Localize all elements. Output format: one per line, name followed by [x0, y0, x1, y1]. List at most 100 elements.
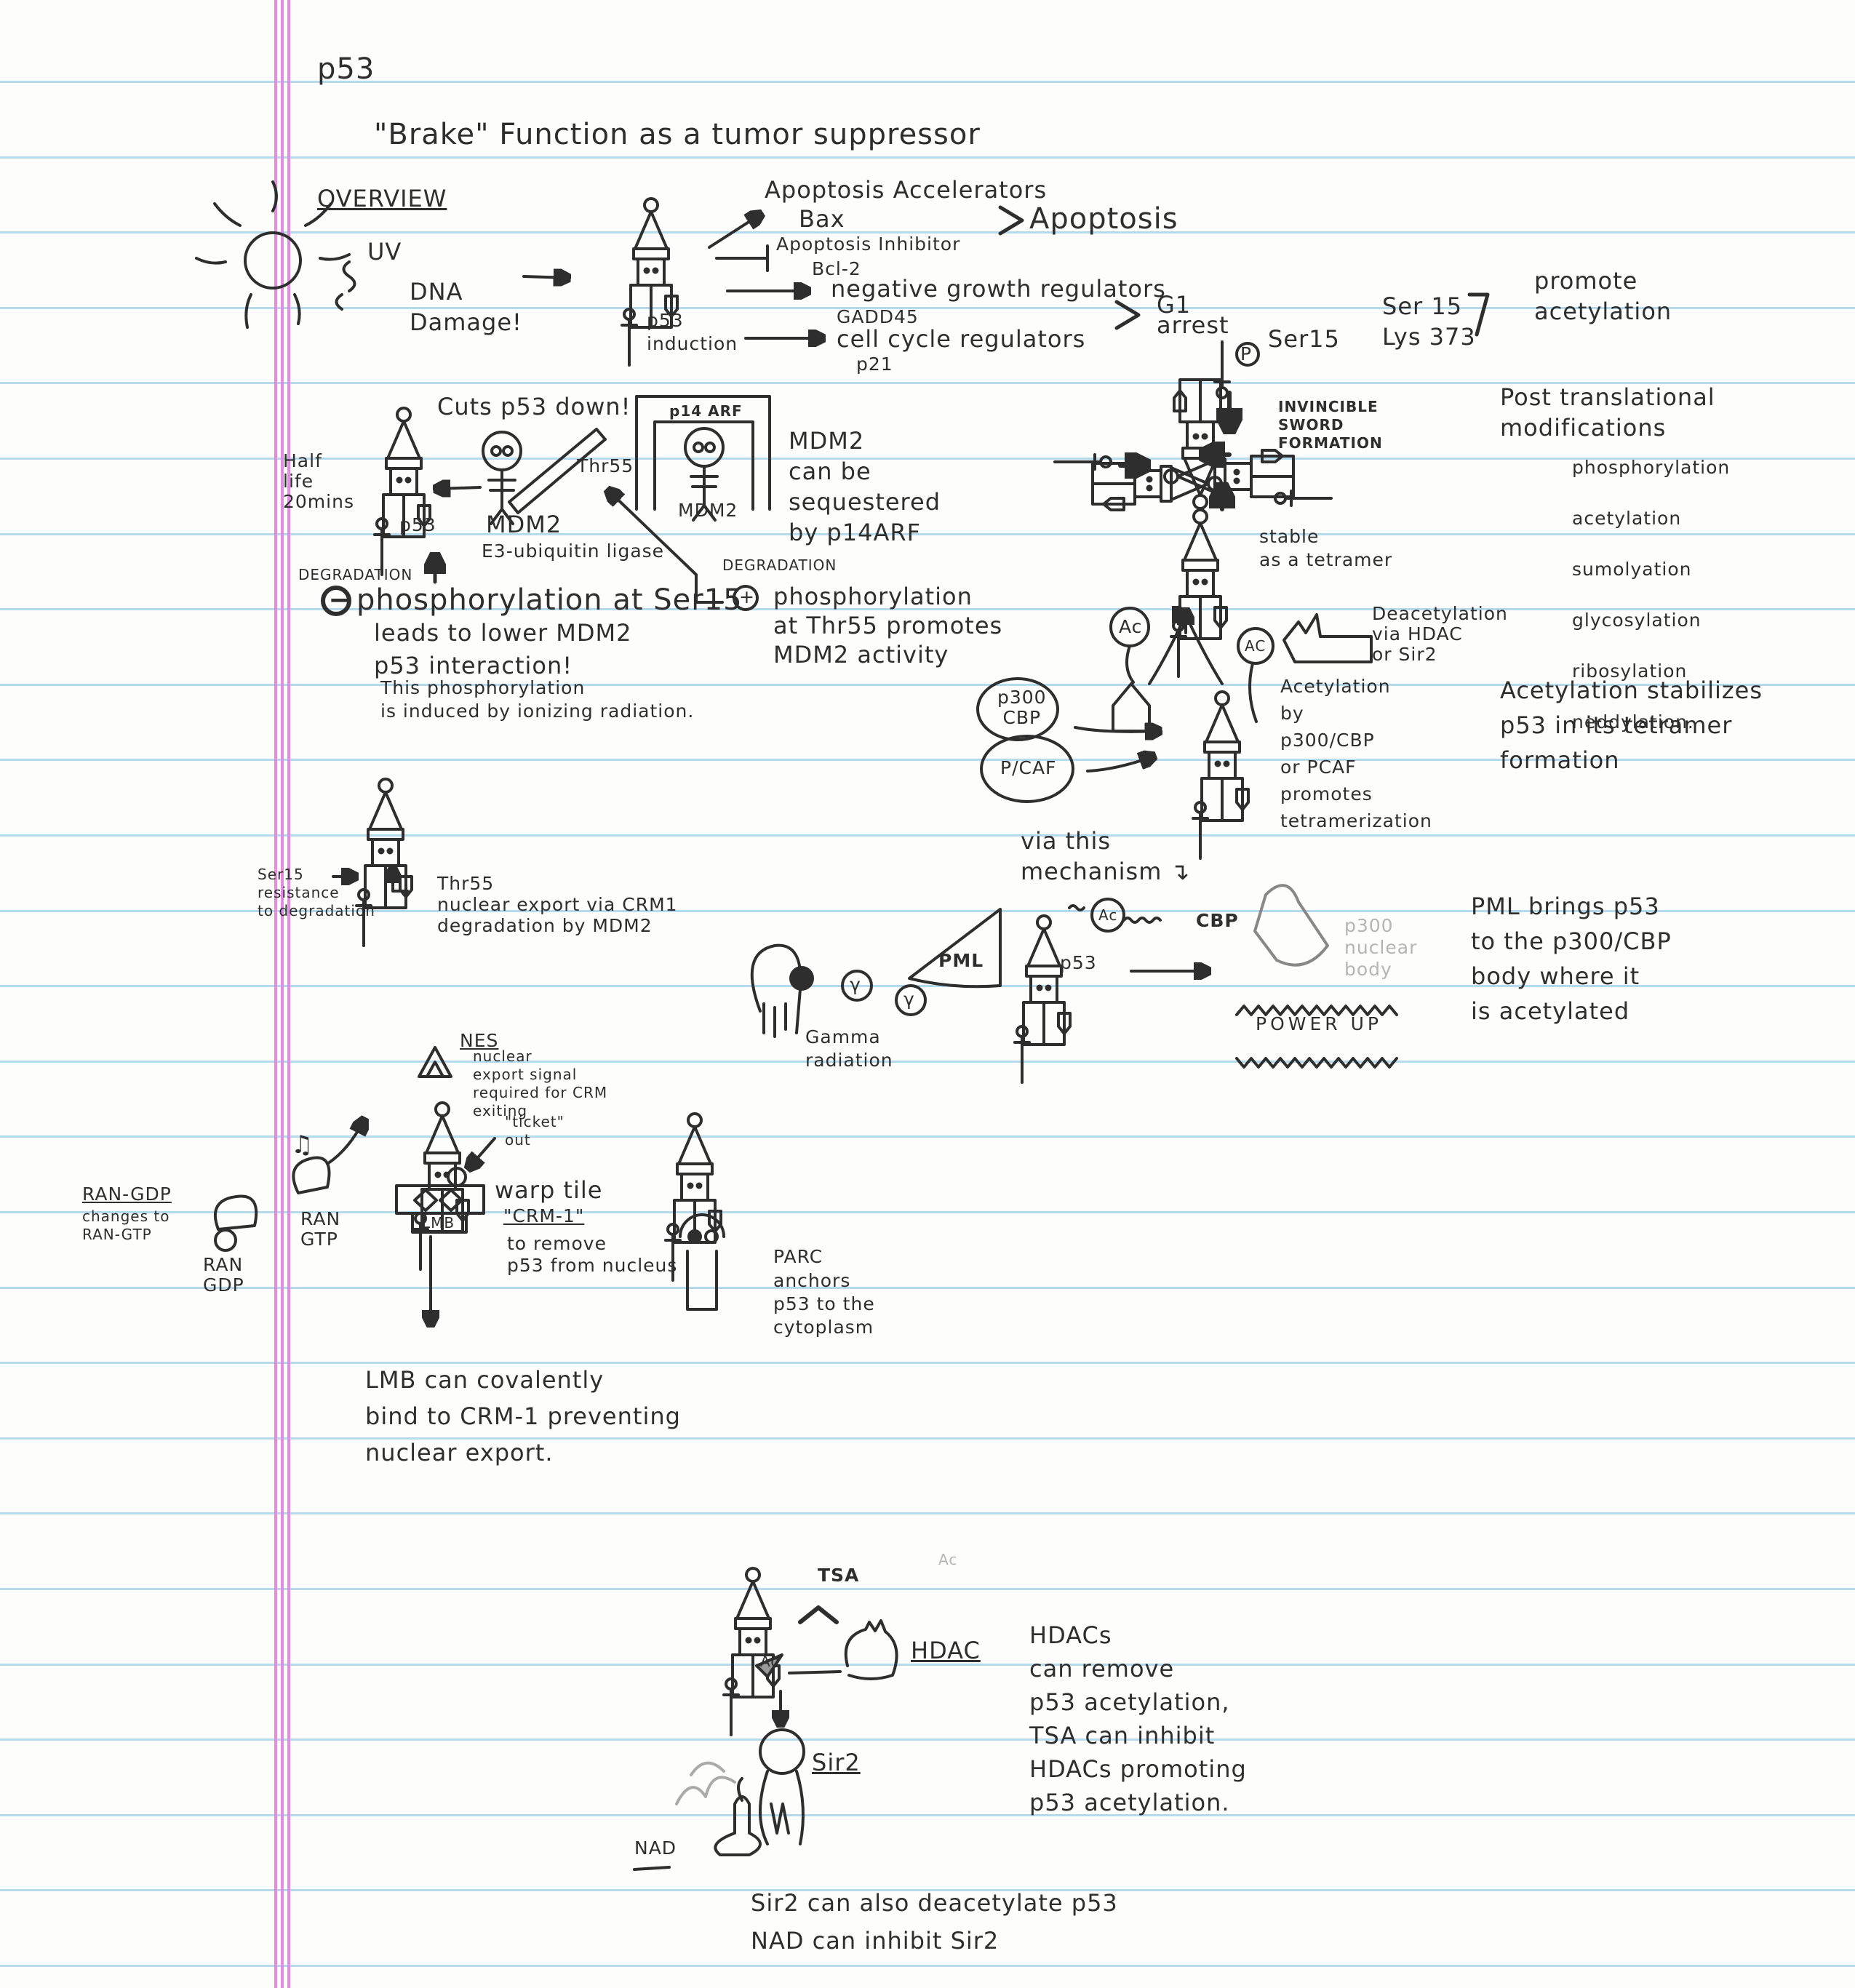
margin-line [281, 0, 284, 1988]
parc-label: PARC [773, 1246, 823, 1267]
ran-changes-note: changes to RAN-GTP [82, 1207, 170, 1243]
margin-line [274, 0, 277, 1988]
minus-sign: − [328, 583, 354, 617]
pml-sail-icon [908, 908, 1002, 989]
ruled-line [0, 382, 1855, 384]
tether [1248, 662, 1258, 723]
crm1-label: "CRM-1" [503, 1205, 585, 1226]
p300-cbp-circle [976, 677, 1059, 741]
ac-circle [1090, 898, 1125, 933]
acetylation-stabilizes-note: Acetylation stabilizes p53 in its tetram… [1500, 676, 1763, 774]
cell-cycle-regulators: cell cycle regulators [837, 325, 1086, 353]
hdac-creature-icon [1282, 613, 1373, 663]
ran-gdp-title: RAN-GDP [82, 1183, 172, 1205]
gamma-symbol: γ [903, 989, 915, 1010]
pcaf-label: P/CAF [1000, 757, 1057, 778]
brace-icon [998, 205, 1024, 236]
ran-gtp-label: RAN GTP [300, 1208, 341, 1250]
gadd45-label: GADD45 [837, 306, 919, 327]
phospho-circle [1235, 342, 1260, 367]
ruled-line [0, 533, 1855, 535]
ran-gdp-bubble-icon [214, 1194, 258, 1231]
lmb-box [411, 1212, 468, 1234]
ptm-item: neddylation. [1572, 711, 1694, 732]
ac-label: Ac [760, 1653, 780, 1670]
arrow [1086, 757, 1153, 773]
smoke-icon [675, 1761, 736, 1805]
thr55-residue-note: Thr55 nuclear export via CRM1 degradatio… [437, 873, 678, 936]
arrow [1074, 727, 1159, 732]
ruled-line [0, 1588, 1855, 1590]
gamma-circle [841, 970, 873, 1002]
ruled-line [0, 910, 1855, 912]
octopus-icon [750, 943, 802, 1038]
p300-bird-icon [1253, 884, 1329, 967]
uv-wave-icon [335, 260, 356, 311]
ionizing-radiation-note: This phosphorylation is induced by ioniz… [380, 677, 695, 722]
brace-icon [1114, 300, 1141, 330]
hdac-creature-icon [844, 1619, 898, 1680]
ruled-line [0, 1061, 1855, 1063]
ruled-line [0, 985, 1855, 987]
ruled-line [0, 81, 1855, 83]
brace-icon [1467, 292, 1490, 337]
acetylation-by-note: Acetylation by p300/CBP or PCAF promotes… [1280, 676, 1432, 831]
ptm-item: acetylation [1572, 508, 1682, 529]
lmb-note: LMB can covalently bind to CRM-1 prevent… [365, 1366, 681, 1466]
arrow [522, 276, 567, 278]
p53-label: p53 [399, 514, 436, 535]
ptm-heading: Post translational modifications [1500, 383, 1715, 442]
ptm-item: glycosylation [1572, 610, 1702, 631]
hdac-label: HDAC [911, 1637, 981, 1664]
ac-tag-icon [755, 1653, 783, 1678]
half-life-label: Half life 20mins [283, 450, 354, 512]
p53-induction-label: p53 induction [647, 310, 738, 354]
p14arf-label: p14 ARF [669, 402, 743, 420]
ser15-residue-note: Ser15 resistance to degradation [258, 866, 375, 919]
ruled-line [0, 1512, 1855, 1514]
ran-gdp-label: RAN GDP [203, 1254, 244, 1296]
sword-formation-label: INVINCIBLE SWORD FORMATION [1278, 398, 1383, 452]
ruled-line [0, 1135, 1855, 1138]
page-title: p53 [317, 52, 375, 86]
overview-heading: OVERVIEW [317, 185, 447, 212]
ticket-out-label: "ticket" out [505, 1113, 565, 1149]
promote-acetylation: promote acetylation [1534, 267, 1672, 325]
mdm2-sequestered-note: MDM2 can be sequestered by p14ARF [789, 427, 941, 546]
music-note-icon: ♫ [291, 1130, 313, 1159]
tsa-boomerang-icon [798, 1605, 839, 1624]
cuts-p53-down: Cuts p53 down! [437, 393, 631, 420]
via-mechanism-note: via this mechanism ↴ [1021, 827, 1191, 885]
pcaf-circle [980, 735, 1074, 803]
sword-icon [508, 428, 607, 514]
arrow [609, 491, 724, 604]
arrow [326, 1120, 364, 1165]
nes-description: nuclear export signal required for CRM e… [473, 1047, 608, 1119]
p53-tower-icon [373, 407, 431, 576]
hdac-note: HDACs can remove p53 acetylation, TSA ca… [1029, 1621, 1247, 1816]
remove-p53-note: to remove p53 from nucleus [507, 1233, 678, 1276]
ptm-item: sumolyation [1572, 559, 1692, 580]
warp-tile-label: warp tile [495, 1176, 603, 1204]
ser15-label: Ser15 [1268, 325, 1340, 353]
pml-note: PML brings p53 to the p300/CBP body wher… [1471, 893, 1672, 1025]
mdm2-boxed-label: MDM2 [678, 500, 738, 521]
g1-arrest-outcome: G1 arrest [1157, 291, 1229, 339]
negative-growth-regulators: negative growth regulators [831, 275, 1166, 303]
ruled-line [0, 1965, 1855, 1967]
e3-ligase-label: E3-ubiquitin ligase [482, 540, 665, 562]
p21-label: p21 [856, 354, 893, 375]
ruled-line [0, 1362, 1855, 1364]
gamma-radiation-label: Gamma radiation [805, 1026, 893, 1071]
sun-icon [195, 180, 351, 329]
ruled-line [0, 1889, 1855, 1891]
ruled-line [0, 307, 1855, 309]
ruled-line [0, 1437, 1855, 1440]
warp-tile-pattern [413, 1189, 463, 1212]
ser15-lys373: Ser 15 Lys 373 [1382, 292, 1476, 351]
sir2-label: Sir2 [812, 1749, 861, 1776]
apoptosis-accelerators: Apoptosis Accelerators [765, 176, 1048, 204]
p14arf-cage [635, 395, 771, 511]
ruled-line [0, 1211, 1855, 1213]
